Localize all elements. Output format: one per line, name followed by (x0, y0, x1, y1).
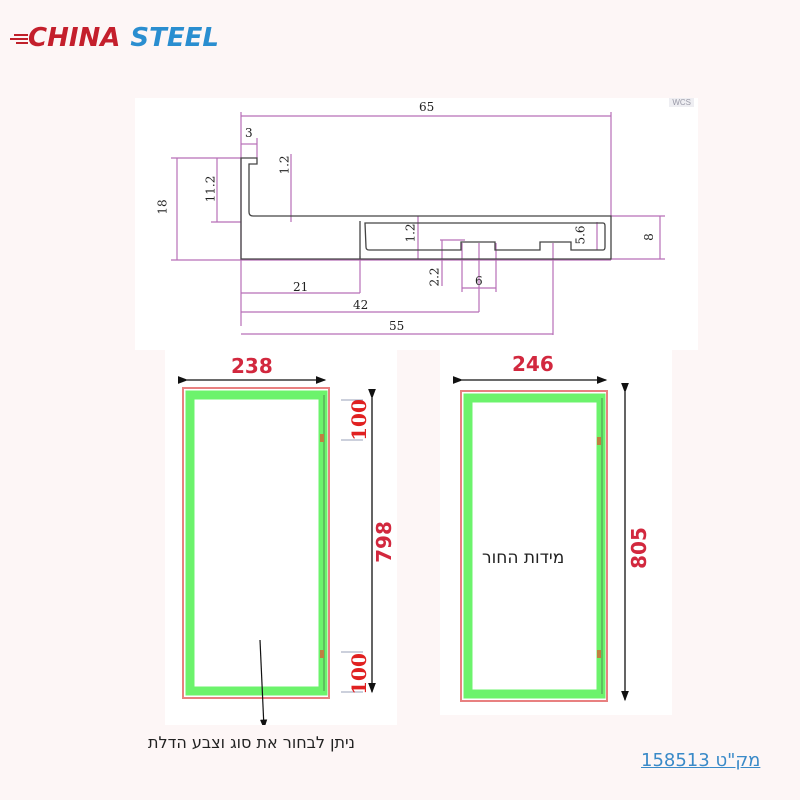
dim-channel-height: 8 (641, 233, 656, 241)
profile-cross-section-drawing: WCS (135, 98, 698, 350)
profile-drawing-svg (171, 112, 665, 335)
door-frame-svg (177, 376, 376, 725)
dim-groove-width: 6 (475, 274, 483, 288)
dim-lip-thickness: 1.2 (277, 155, 292, 175)
wall-opening-panel: 246 805 מידות החור (440, 350, 672, 715)
dim-offset-21: 21 (293, 280, 309, 294)
brand-logo: CHINA STEEL (8, 18, 219, 58)
dim-offset-42: 42 (353, 298, 369, 312)
speed-lines-icon (8, 30, 28, 46)
dim-groove-depth: 2.2 (427, 267, 442, 287)
opening-width-dim: 246 (512, 352, 554, 376)
dim-channel-inner-height: 5.6 (573, 225, 588, 245)
sku-link[interactable]: מק"ט 158513 (641, 750, 761, 771)
frame-width-dim: 238 (231, 354, 273, 378)
wcs-badge: WCS (669, 98, 694, 107)
dim-total-width: 65 (419, 100, 435, 114)
dim-offset-55: 55 (389, 319, 405, 333)
brand-name-steel: STEEL (130, 23, 219, 53)
dim-total-height: 18 (155, 199, 170, 215)
dim-channel-wall: 1.2 (403, 223, 418, 243)
dim-lip-width: 3 (245, 126, 253, 140)
dim-inner-height: 11.2 (203, 175, 218, 203)
brand-name-china: CHINA (28, 23, 121, 53)
hinge-bottom-offset: 100 (346, 653, 371, 695)
hinge-top-offset: 100 (346, 399, 371, 441)
frame-height-dim: 798 (371, 521, 396, 563)
wall-opening-svg (452, 376, 629, 702)
door-type-color-note: ניתן לבחור את סוג וצבע הדלת (148, 733, 355, 752)
opening-height-dim: 805 (626, 527, 651, 569)
opening-dimensions-label: מידות החור (482, 548, 565, 568)
door-frame-panel: 238 798 100 100 (165, 350, 397, 725)
